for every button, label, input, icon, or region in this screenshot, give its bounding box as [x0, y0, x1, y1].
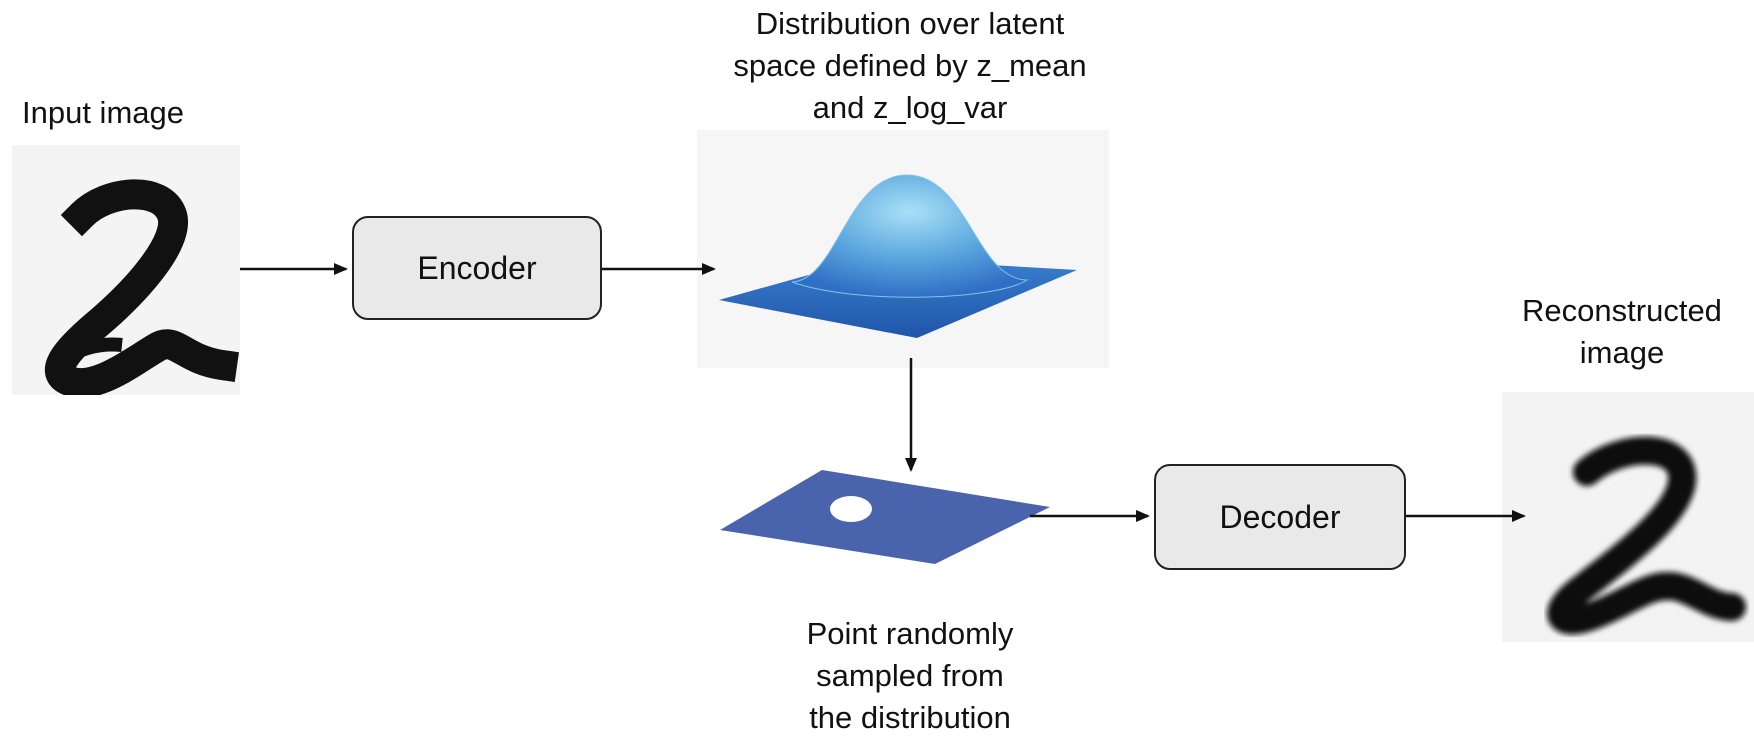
- distribution-label: Distribution over latent space defined b…: [733, 6, 1087, 125]
- latent-distribution-plot: [697, 130, 1109, 368]
- decoder-block: Decoder: [1154, 464, 1406, 570]
- encoder-block: Encoder: [352, 216, 602, 320]
- gaussian-surface: [791, 174, 1029, 298]
- input-digit-image: [12, 145, 240, 398]
- sampled-point-label: Point randomly sampled from the distribu…: [806, 616, 1014, 735]
- sampled-point-marker: [830, 496, 872, 522]
- reconstructed-image-label: Reconstructed image: [1522, 293, 1722, 370]
- reconstructed-digit-image: [1502, 392, 1754, 642]
- input-image-label: Input image: [22, 95, 184, 130]
- sampled-latent-plane: [720, 462, 1050, 567]
